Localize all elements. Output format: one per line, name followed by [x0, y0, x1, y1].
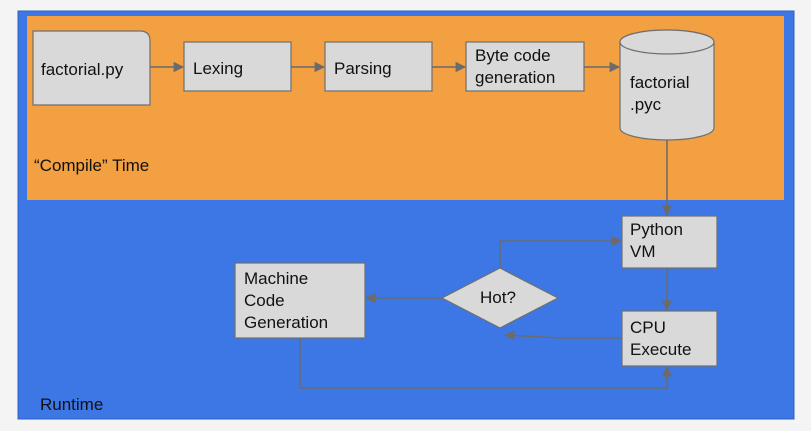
cpu-execute-node	[621, 310, 718, 367]
hot-decision-node	[440, 267, 560, 329]
compile-time-label: “Compile” Time	[34, 156, 150, 175]
arrow-machine-code-to-cpu	[299, 338, 673, 389]
arrow-hot-to-vm	[499, 235, 623, 268]
runtime-label: Runtime	[40, 395, 104, 414]
python-vm-node	[621, 215, 718, 269]
cpu-execute-label: CPU Execute	[630, 318, 692, 359]
arrow-cpu-to-hot	[503, 330, 622, 341]
pyc-file-label: factorial .pyc	[630, 73, 690, 114]
bytecode-generation-label: Byte code generation	[475, 46, 556, 87]
parsing-label: Parsing	[334, 59, 392, 78]
pyc-file-node-top	[619, 29, 715, 55]
hot-decision-label: Hot?	[480, 288, 516, 307]
python-vm-label: Python VM	[630, 220, 683, 261]
machine-code-generation-node	[234, 262, 366, 339]
lexing-label: Lexing	[193, 59, 244, 78]
source-file-label: factorial.py	[41, 60, 124, 79]
source-file-node	[32, 30, 151, 106]
machine-code-generation-label: Machine Code Generation	[244, 269, 329, 332]
